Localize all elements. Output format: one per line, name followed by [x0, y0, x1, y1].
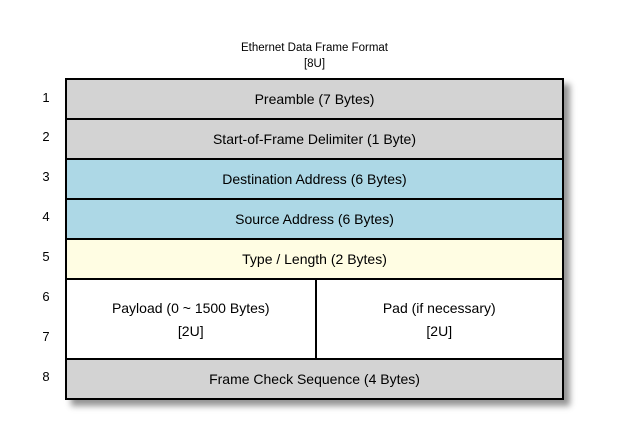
row-destination-address: Destination Address (6 Bytes): [67, 158, 562, 198]
diagram-title: Ethernet Data Frame Format: [241, 42, 388, 54]
payload-sublabel: [2U]: [177, 322, 204, 339]
row-type-length-label: Type / Length (2 Bytes): [242, 251, 387, 267]
row-number-7: 7: [42, 328, 50, 344]
row-number-8: 8: [42, 368, 50, 384]
pad-sublabel: [2U]: [426, 322, 453, 339]
row-source-label: Source Address (6 Bytes): [235, 211, 394, 227]
cell-payload: Payload (0 ~ 1500 Bytes) [2U]: [67, 280, 315, 358]
row-sfd-label: Start-of-Frame Delimiter (1 Byte): [212, 131, 417, 147]
row-number-2: 2: [42, 128, 50, 144]
row-number-3: 3: [42, 168, 50, 184]
row-number-gutter: 1 2 3 4 5 6 7 8: [34, 78, 58, 396]
row-type-length: Type / Length (2 Bytes): [67, 238, 562, 278]
payload-label: Payload (0 ~ 1500 Bytes): [111, 299, 270, 316]
row-destination-label: Destination Address (6 Bytes): [222, 171, 407, 187]
cell-pad: Pad (if necessary) [2U]: [314, 280, 563, 358]
frame-format-table: Preamble (7 Bytes) Start-of-Frame Delimi…: [65, 78, 564, 400]
diagram-subtitle: [8U]: [303, 58, 326, 70]
row-fcs-label: Frame Check Sequence (4 Bytes): [209, 371, 420, 387]
row-number-1: 1: [42, 89, 50, 105]
row-number-6: 6: [42, 288, 50, 304]
row-frame-check-sequence: Frame Check Sequence (4 Bytes): [67, 358, 562, 398]
row-number-4: 4: [42, 208, 50, 224]
row-preamble: Preamble (7 Bytes): [67, 80, 562, 118]
row-payload-pad: Payload (0 ~ 1500 Bytes) [2U] Pad (if ne…: [67, 278, 562, 358]
row-source-address: Source Address (6 Bytes): [67, 198, 562, 238]
row-start-of-frame-delimiter: Start-of-Frame Delimiter (1 Byte): [67, 118, 562, 158]
row-preamble-label: Preamble (7 Bytes): [254, 91, 375, 107]
row-number-5: 5: [42, 248, 50, 264]
pad-label: Pad (if necessary): [382, 299, 496, 316]
